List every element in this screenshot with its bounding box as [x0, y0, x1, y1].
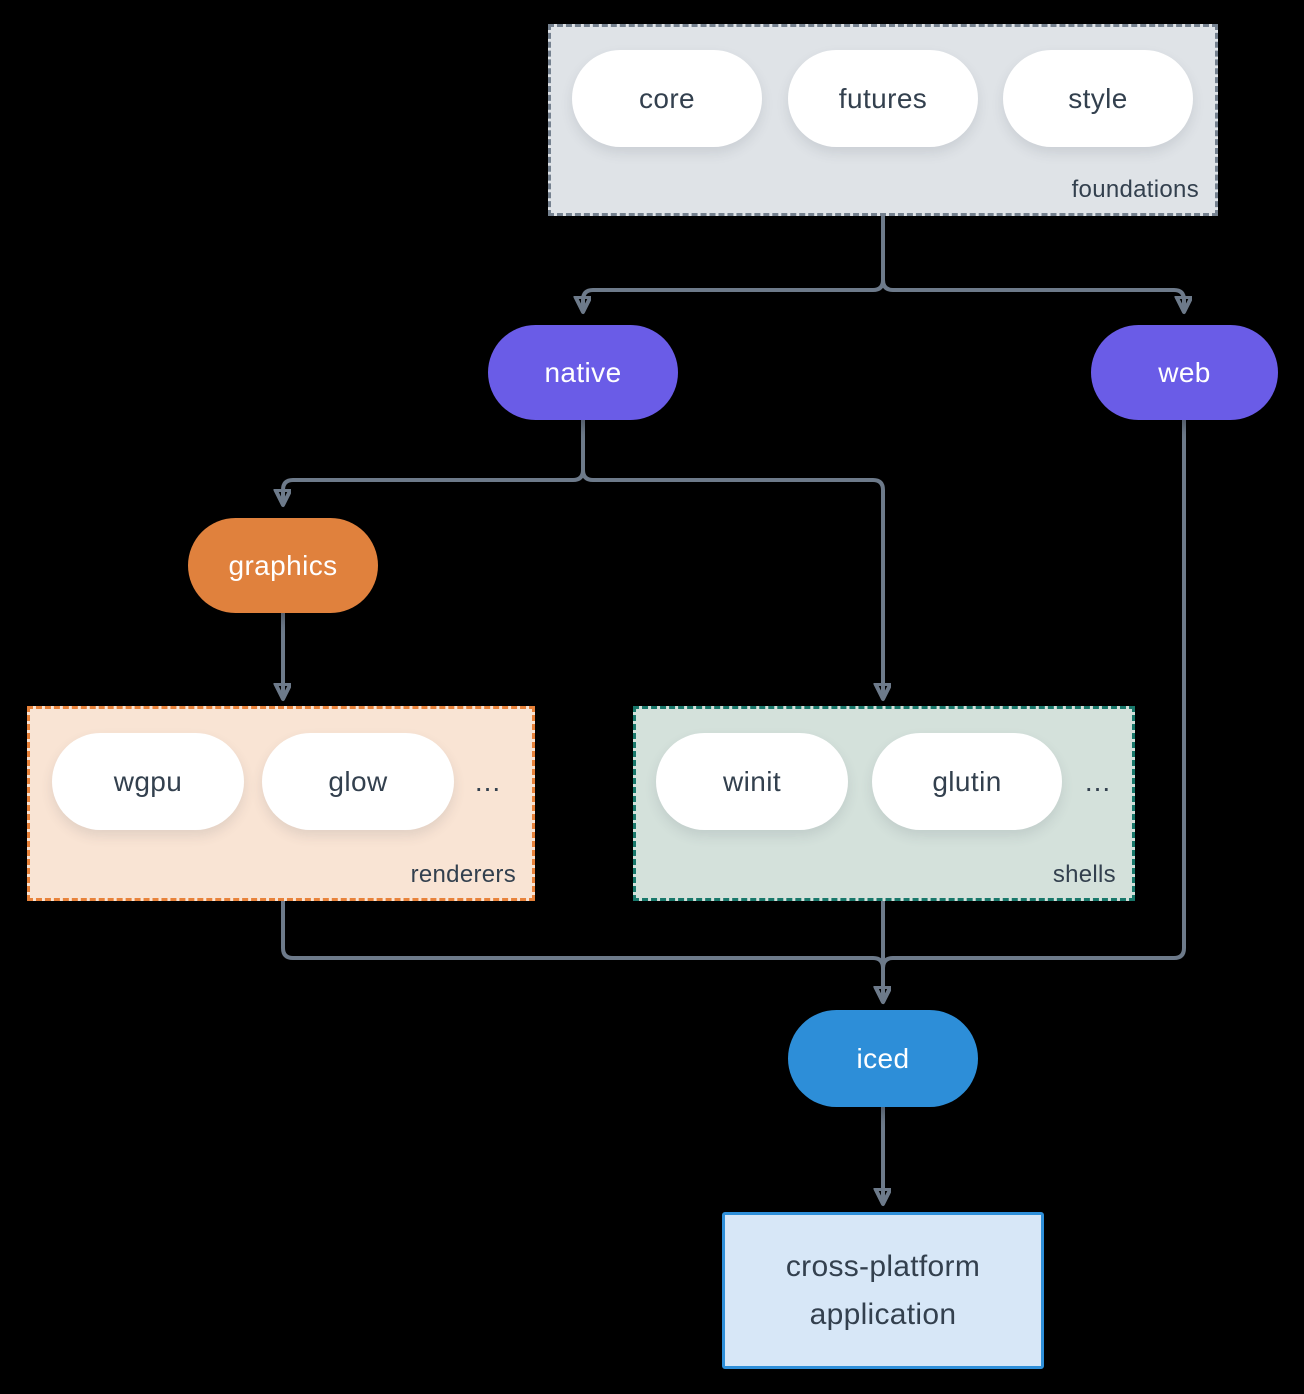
node-winit-label: winit: [722, 765, 781, 797]
node-futures: futures: [788, 50, 978, 147]
node-glutin-label: glutin: [932, 765, 1002, 797]
group-shells: winit glutin ... shells: [633, 706, 1135, 901]
edge-native-graphics: [283, 420, 585, 504]
group-label-renderers: renderers: [410, 861, 516, 888]
node-native: native: [488, 325, 678, 420]
edge-foundations-web: [881, 216, 1184, 311]
edge-renderers-iced: [281, 901, 883, 1001]
node-wgpu: wgpu: [52, 733, 244, 830]
node-iced-label: iced: [856, 1042, 910, 1074]
group-foundations: core futures style foundations: [548, 24, 1218, 216]
node-glow-label: glow: [328, 765, 388, 797]
node-style: style: [1003, 50, 1193, 147]
node-application-line2: application: [809, 1297, 957, 1331]
node-wgpu-label: wgpu: [113, 765, 183, 797]
node-application-line1: cross-platform: [785, 1249, 981, 1283]
node-native-label: native: [544, 356, 622, 388]
node-futures-label: futures: [838, 82, 928, 114]
node-winit: winit: [656, 733, 848, 830]
group-label-foundations: foundations: [1071, 176, 1199, 203]
node-style-label: style: [1068, 82, 1128, 114]
node-glutin: glutin: [872, 733, 1062, 830]
edge-native-shells: [581, 420, 883, 698]
node-application: cross-platform application: [722, 1212, 1044, 1369]
shells-ellipsis: ...: [1084, 765, 1112, 797]
edge-foundations-native: [583, 216, 885, 311]
node-glow: glow: [262, 733, 454, 830]
group-label-shells: shells: [1052, 861, 1116, 888]
node-web-label: web: [1158, 356, 1211, 388]
group-renderers: wgpu glow ... renderers: [27, 706, 535, 901]
node-core: core: [572, 50, 762, 147]
renderers-ellipsis: ...: [474, 765, 502, 797]
node-web: web: [1091, 325, 1278, 420]
node-graphics: graphics: [188, 518, 378, 613]
node-core-label: core: [638, 82, 696, 114]
node-iced: iced: [788, 1010, 978, 1107]
node-graphics-label: graphics: [228, 549, 338, 581]
